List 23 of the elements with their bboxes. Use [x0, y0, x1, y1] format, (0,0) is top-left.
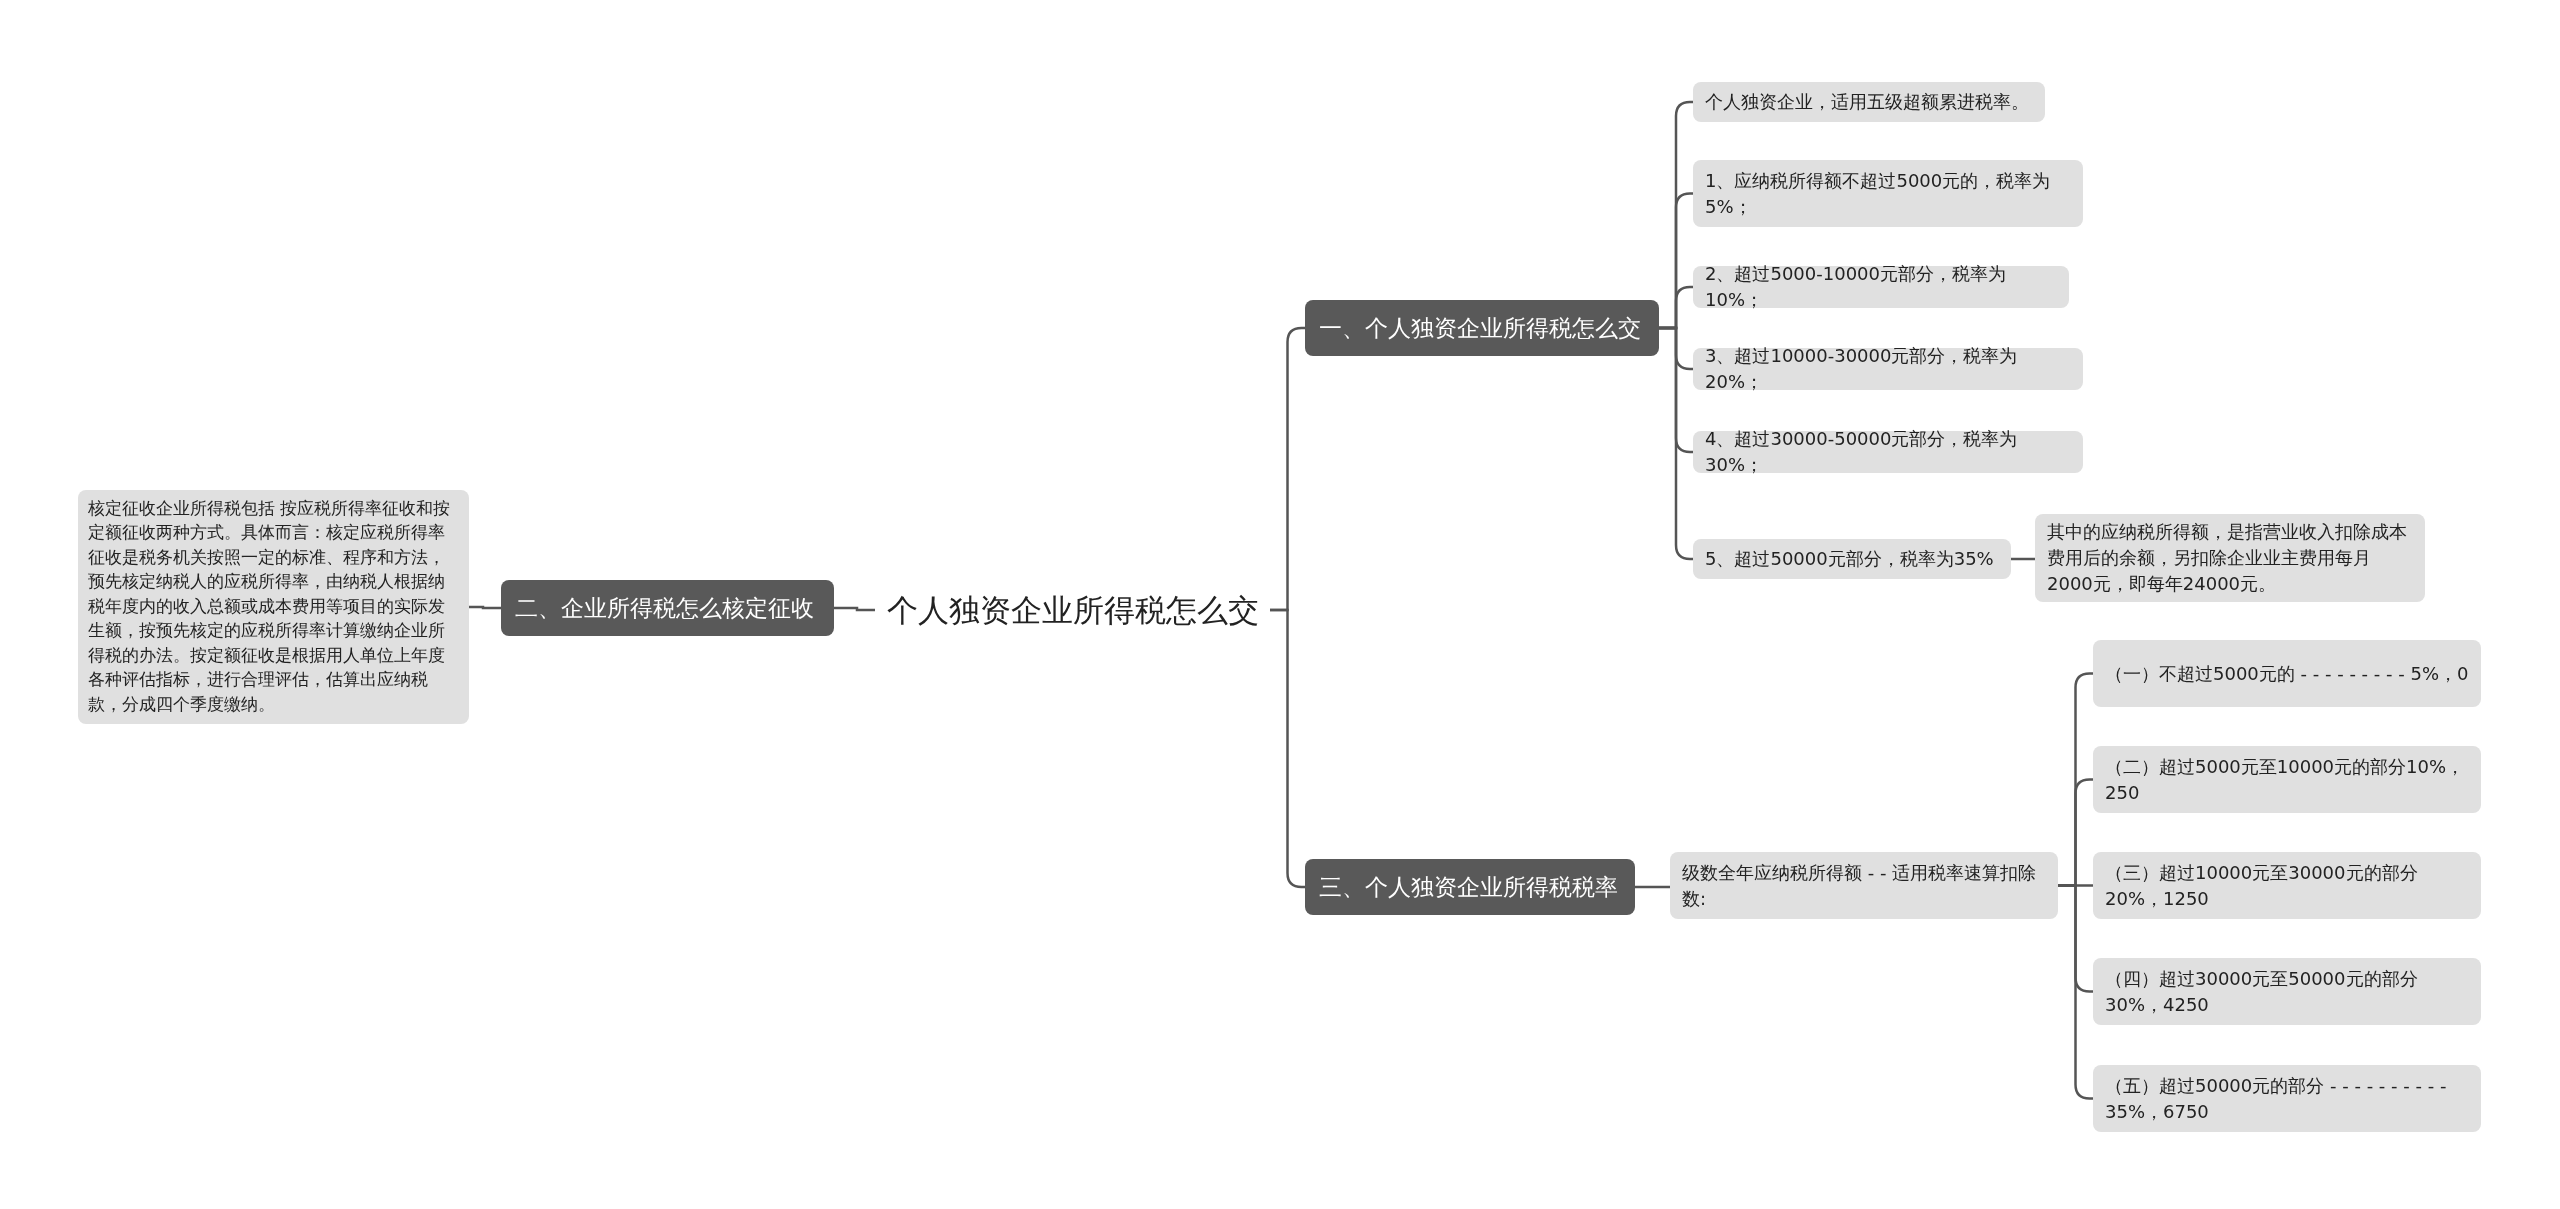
connector-line — [1659, 326, 1693, 561]
subtopic-box: 2、超过5000-10000元部分，税率为10%； — [1693, 266, 2069, 308]
subtopic-box: 4、超过30000-50000元部分，税率为30%； — [1693, 431, 2083, 473]
topic-box: 一、个人独资企业所得税怎么交 — [1305, 300, 1659, 356]
connector-line — [834, 606, 875, 612]
subtopic-box: （四）超过30000元至50000元的部分30%，4250 — [2093, 958, 2481, 1025]
subtopic-box: 5、超过50000元部分，税率为35% — [1693, 539, 2011, 579]
subtopic-box: 个人独资企业，适用五级超额累进税率。 — [1693, 82, 2045, 122]
connector-line — [2011, 557, 2035, 561]
connector-line — [1635, 885, 1670, 889]
connector-line — [469, 605, 501, 610]
subtopic-box: （三）超过10000元至30000元的部分20%，1250 — [2093, 852, 2481, 919]
topic-box: 二、企业所得税怎么核定征收 — [501, 580, 834, 636]
subtopic-box: 级数全年应纳税所得额 - - 适用税率速算扣除数: — [1670, 852, 2058, 919]
central-topic: 个人独资企业所得税怎么交 — [875, 560, 1270, 660]
topic-box: 三、个人独资企业所得税税率 — [1305, 859, 1635, 915]
subtopic-box: 3、超过10000-30000元部分，税率为20%； — [1693, 348, 2083, 390]
subtopic-box: 其中的应纳税所得额，是指营业收入扣除成本费用后的余额，另扣除企业业主费用每月2000元，即每年24000元。 — [2035, 514, 2425, 602]
subtopic-box: 1、应纳税所得额不超过5000元的，税率为5%； — [1693, 160, 2083, 227]
note-box: 核定征收企业所得税包括 按应税所得率征收和按定额征收两种方式。具体而言：核定应税所得率征收是税务机关按照一定的标准、程序和方法，预先核定纳税人的应税所得率，由纳税人根据纳税年度内的收入总额或成本费用等项目的实际发生额，按预先核定的应税所得率计算缴纳企业所得税的办法。按定额征收是根据用人单位上年度各种评估指标，进行合理评估，估算出应纳税款，分成四个季度缴纳。 — [78, 490, 469, 724]
subtopic-box: （二）超过5000元至10000元的部分10%，250 — [2093, 746, 2481, 813]
subtopic-box: （一）不超过5000元的 - - - - - - - - - 5%，0 — [2093, 640, 2481, 707]
subtopic-box: （五）超过50000元的部分 - - - - - - - - - - 35%，6750 — [2093, 1065, 2481, 1132]
